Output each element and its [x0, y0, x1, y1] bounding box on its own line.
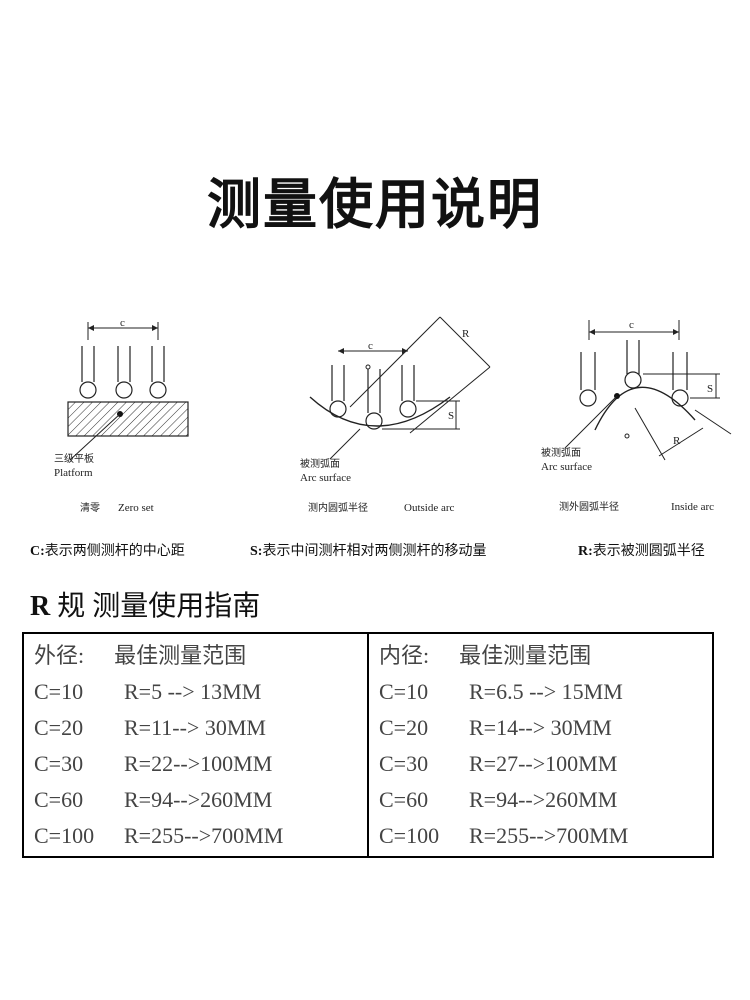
zero-set-caption-en: Zero set: [118, 502, 154, 514]
c-value: C=60: [34, 787, 84, 812]
c-value: C=10: [34, 679, 84, 704]
outside-arc-caption-en: Outside arc: [404, 502, 455, 514]
outer-header: 外径: 最佳测量范围: [34, 638, 367, 674]
c-value: C=100: [379, 823, 440, 848]
c-label: c: [629, 319, 634, 331]
subtitle-text: 规 测量使用指南: [57, 591, 261, 622]
inner-diameter-column: 内径: 最佳测量范围 C=10 R=6.5 --> 15MM C=20 R=14-->…: [367, 634, 712, 856]
guide-subtitle: R 规 测量使用指南: [30, 584, 260, 624]
arc-surface-label-en: Arc surface: [300, 472, 351, 484]
c-value: C=60: [379, 787, 429, 812]
c-value: C=20: [379, 715, 429, 740]
r-range: R=255-->700MM: [124, 823, 284, 848]
inside-arc-caption-zh: 测外圆弧半径: [559, 500, 619, 513]
arc-surface-label-zh: 被测弧面: [300, 457, 340, 470]
table-row: C=10 R=6.5 --> 15MM: [379, 674, 712, 710]
table-row: C=20 R=11--> 30MM: [34, 710, 367, 746]
r-range: R=6.5 --> 15MM: [469, 679, 623, 704]
inner-range-label: 最佳测量范围: [459, 643, 592, 668]
r-range: R=22-->100MM: [124, 751, 273, 776]
c-value: C=10: [379, 679, 429, 704]
r-range: R=94-->260MM: [124, 787, 273, 812]
outer-label: 外径:: [34, 643, 85, 668]
c-value: C=30: [379, 751, 429, 776]
arc-surface-label-zh: 被测弧面: [541, 446, 581, 459]
outside-arc-caption-zh: 测内圆弧半径: [308, 501, 368, 514]
r-label: R: [673, 435, 681, 447]
platform-label-zh: 三级平板: [54, 452, 94, 465]
r-range: R=94-->260MM: [469, 787, 618, 812]
outside-arc-diagram: R c S 被测弧面 Arc surface 测内圆弧半径 Outside ar…: [300, 316, 491, 514]
table-row: C=60 R=94-->260MM: [34, 782, 367, 818]
outer-diameter-column: 外径: 最佳测量范围 C=10 R=5 --> 13MM C=20 R=11--> 3…: [24, 634, 367, 856]
r-range: R=27-->100MM: [469, 751, 618, 776]
table-row: C=30 R=22-->100MM: [34, 746, 367, 782]
r-label: R: [462, 328, 470, 340]
c-label: c: [368, 340, 373, 352]
legend-s: S:表示中间测杆相对两侧测杆的移动量: [250, 540, 486, 560]
r-range: R=14--> 30MM: [469, 715, 612, 740]
legend-s-text: 表示中间测杆相对两侧测杆的移动量: [262, 544, 487, 559]
s-label: S: [707, 383, 713, 395]
legend-c-text: 表示两侧测杆的中心距: [44, 544, 185, 559]
inner-header: 内径: 最佳测量范围: [379, 638, 712, 674]
outer-range-label: 最佳测量范围: [114, 643, 247, 668]
inner-label: 内径:: [379, 643, 430, 668]
c-value: C=100: [34, 823, 95, 848]
zero-set-diagram: c 三级平板 Platform 清零 Zero set: [54, 317, 189, 514]
r-range: R=255-->700MM: [469, 823, 629, 848]
table-row: C=60 R=94-->260MM: [379, 782, 712, 818]
c-value: C=20: [34, 715, 84, 740]
legend-c-key: C:: [30, 544, 45, 559]
c-label: c: [120, 317, 125, 329]
arc-surface-label-en: Arc surface: [541, 461, 592, 473]
legend-c: C:表示两侧测杆的中心距: [30, 540, 185, 560]
table-row: C=10 R=5 --> 13MM: [34, 674, 367, 710]
table-row: C=20 R=14--> 30MM: [379, 710, 712, 746]
r-range: R=5 --> 13MM: [124, 679, 262, 704]
r-range: R=11--> 30MM: [124, 715, 266, 740]
subtitle-r: R: [30, 591, 51, 622]
table-row: C=100 R=255-->700MM: [379, 818, 712, 854]
table-row: C=100 R=255-->700MM: [34, 818, 367, 854]
platform-label-en: Platform: [54, 467, 93, 479]
legend-r-key: R:: [578, 544, 593, 559]
legend-s-key: S:: [250, 544, 263, 559]
c-value: C=30: [34, 751, 84, 776]
legend-r-text: 表示被测圆弧半径: [592, 544, 705, 559]
table-row: C=30 R=27-->100MM: [379, 746, 712, 782]
page-title: 测量使用说明: [207, 173, 543, 236]
measurement-guide-table: 外径: 最佳测量范围 C=10 R=5 --> 13MM C=20 R=11--> 3…: [22, 632, 714, 858]
inside-arc-diagram: c S R 被测弧面 Arc surface 测外圆弧半径 Inside arc: [541, 319, 732, 513]
zero-set-caption-zh: 清零: [80, 501, 100, 514]
inside-arc-caption-en: Inside arc: [671, 501, 714, 513]
legend-r: R:表示被测圆弧半径: [578, 540, 705, 560]
s-label: S: [448, 410, 454, 422]
